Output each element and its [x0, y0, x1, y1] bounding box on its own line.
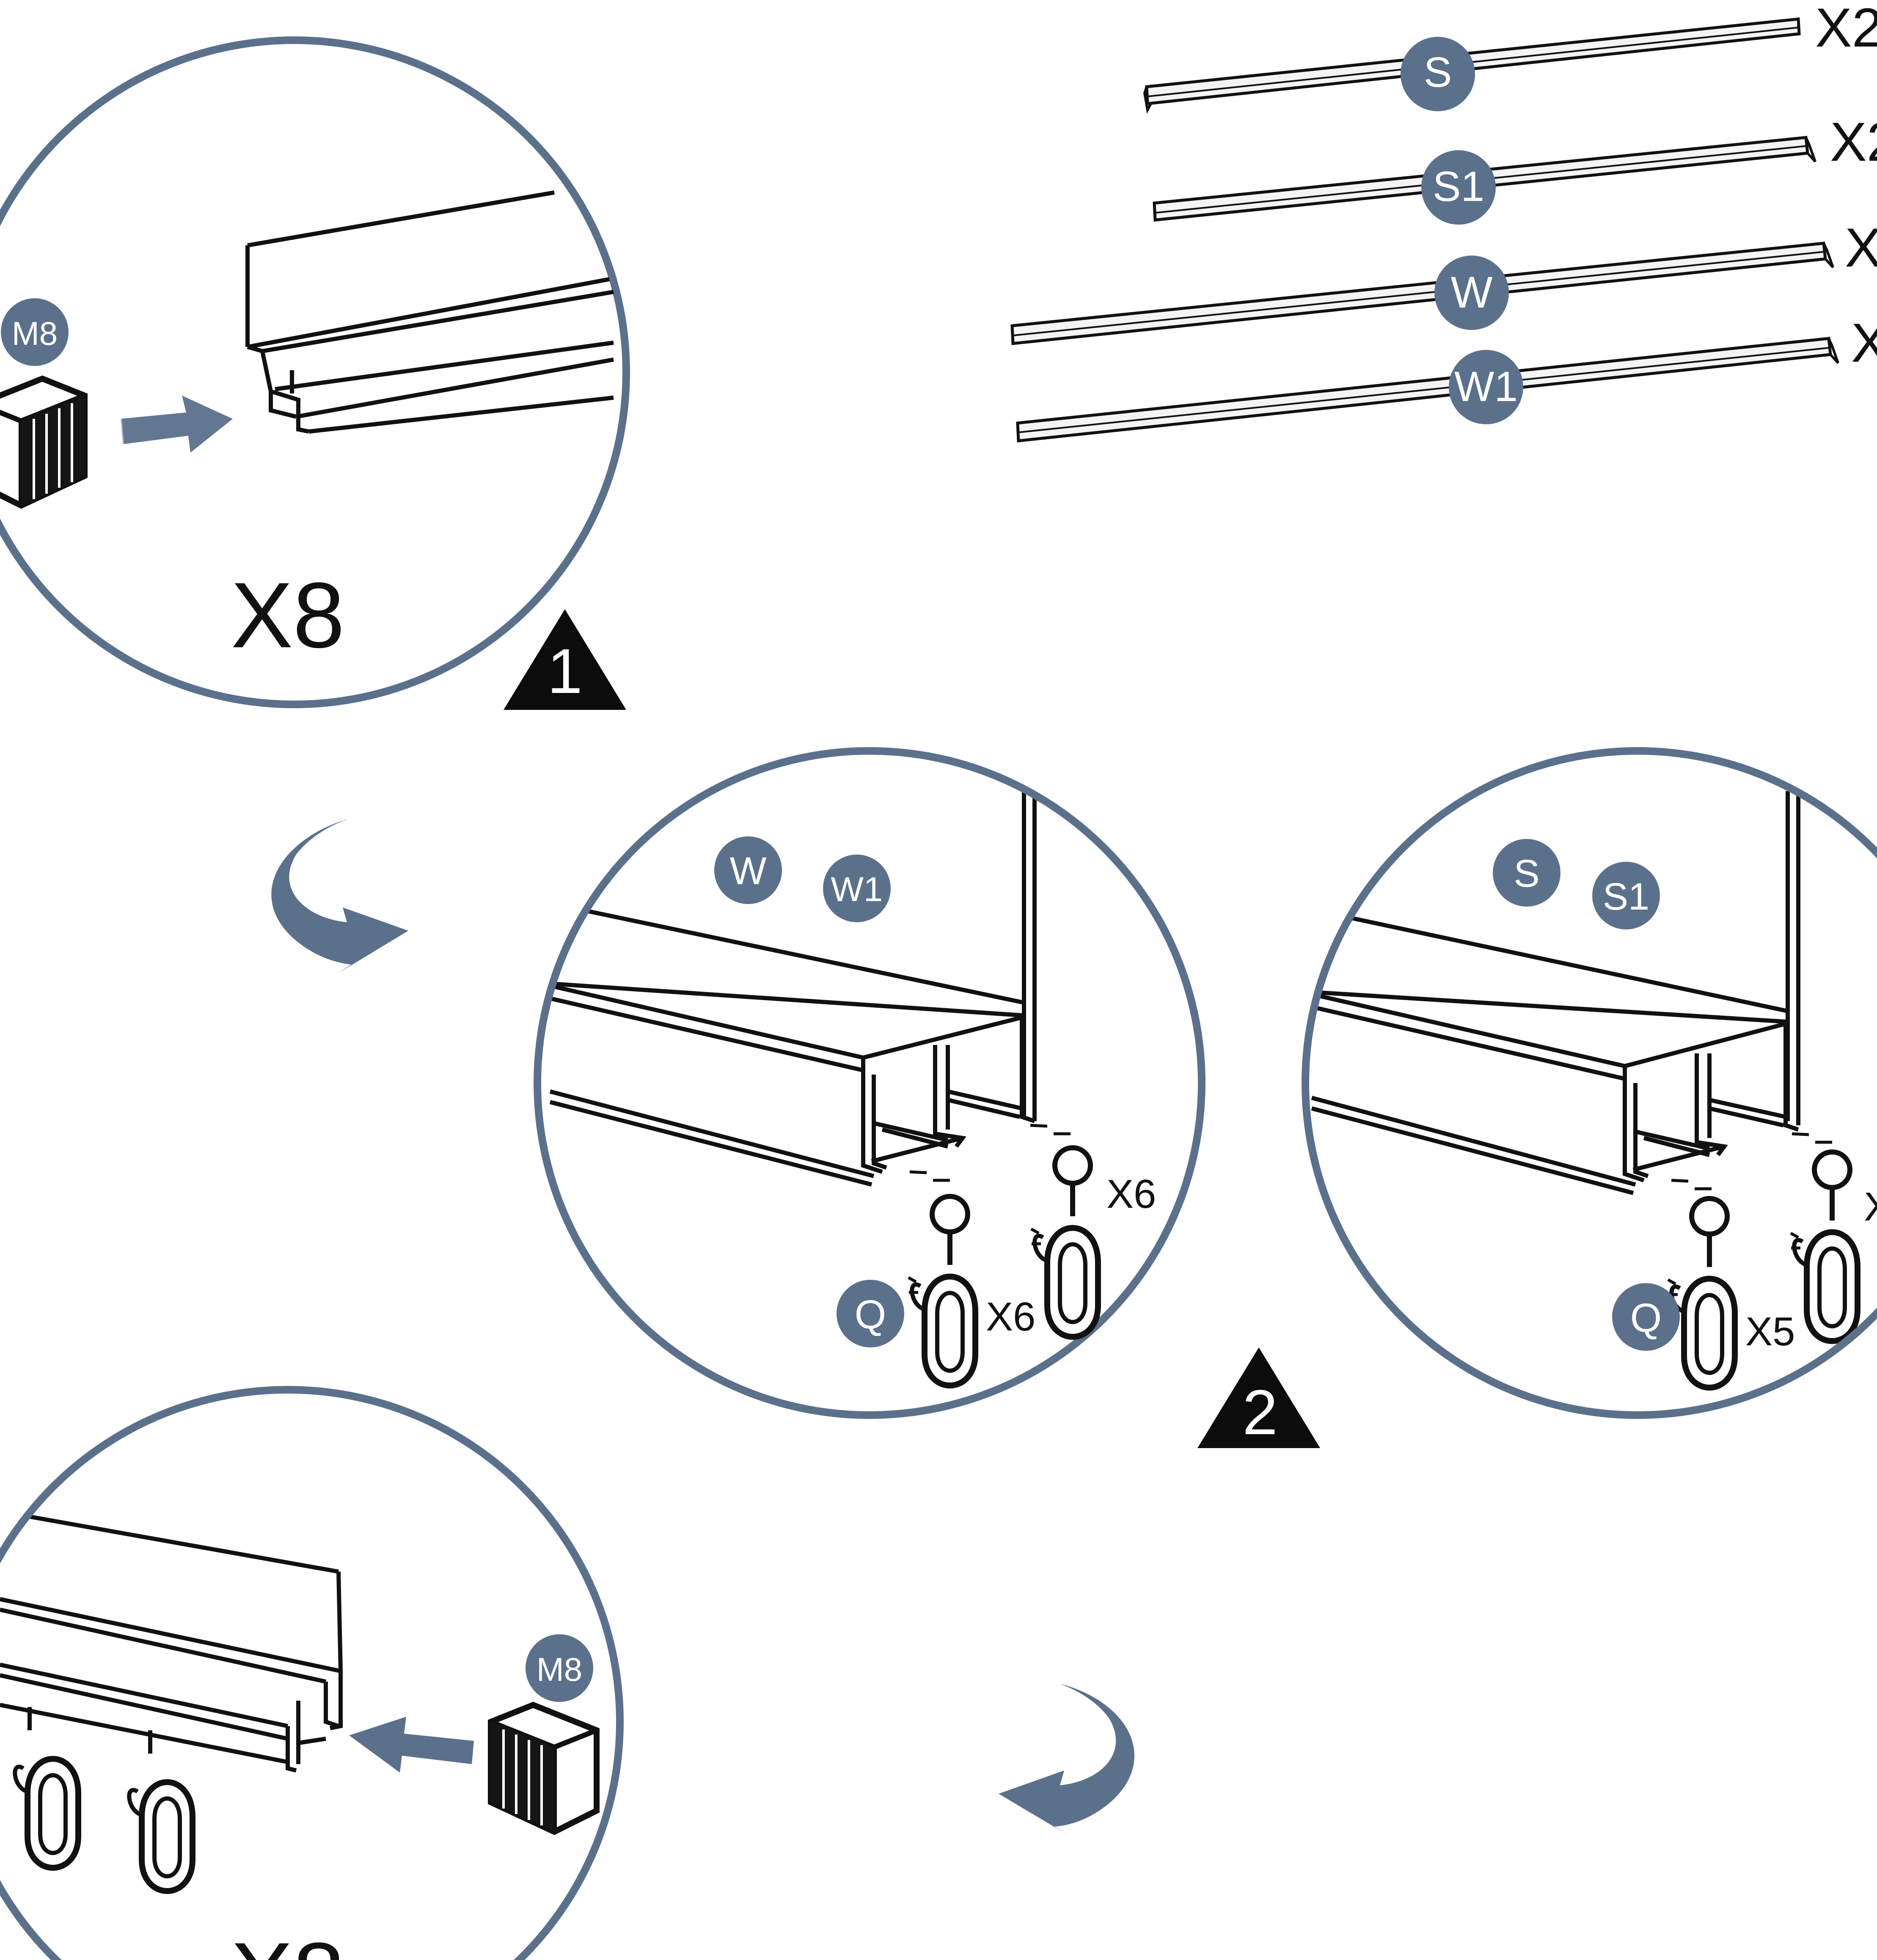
push-arrow-icon [121, 396, 233, 453]
badge-m8-step1 [1, 298, 69, 366]
badge-m8-step3 [526, 1634, 593, 1702]
parts-list: S X2 S1 X2 W X W1 X [1010, 0, 1877, 443]
badge-w1 [1449, 350, 1523, 424]
step-1-number: 1 [547, 635, 582, 706]
rail-s: S X2 [1143, 0, 1877, 114]
rail-profile [245, 190, 614, 434]
step-2-right-circle [1302, 747, 1877, 1419]
qty-hooks-left-a: X6 [986, 1294, 1035, 1339]
badge-w-label: W [1450, 268, 1492, 317]
badge-s1-step2-label: S1 [1603, 876, 1649, 918]
badge-q-left [837, 1280, 904, 1347]
step-3-multiplier: X8 [231, 1923, 344, 1960]
qty-s: X2 [1815, 0, 1877, 58]
curtain-hook-icon [1031, 1145, 1098, 1337]
qty-hooks-right-b: X [1864, 1184, 1877, 1229]
rail-w1: W1 X [1016, 312, 1877, 443]
badge-q-right-label: Q [1630, 1295, 1662, 1341]
end-cap-icon [491, 1705, 597, 1832]
curtain-hook-icon [1791, 1149, 1858, 1341]
step-2-right-panel: X S S1 Q X5 [1302, 747, 1877, 1419]
qty-w1: X [1851, 312, 1877, 374]
badge-s1-step2 [1592, 862, 1660, 929]
step-1-panel: M8 X8 [0, 36, 630, 708]
curtain-hook-icon [1668, 1196, 1735, 1388]
badge-w-step2-label: W [730, 849, 767, 893]
rail-w: W X [1010, 217, 1877, 345]
warning-triangle-icon: 1 [504, 609, 626, 710]
warning-triangle-icon: 2 [1197, 1347, 1320, 1448]
qty-w: X [1845, 217, 1877, 278]
hook-markers-left [909, 1124, 1071, 1182]
hook-markers-right [1671, 1132, 1832, 1190]
badge-s-label: S [1424, 49, 1452, 96]
badge-q-left-label: Q [855, 1292, 886, 1337]
curved-arrow-icon [271, 819, 408, 973]
step-3-panel: X8 M8 [0, 1386, 624, 1960]
badge-s1 [1421, 150, 1496, 225]
badge-q-right [1612, 1283, 1680, 1351]
badge-w1-step2-label: W1 [831, 870, 883, 909]
qty-hooks-right-a: X5 [1745, 1309, 1795, 1354]
step-2-number: 2 [1242, 1377, 1277, 1448]
step-1-multiplier: X8 [231, 563, 344, 667]
badge-w1-step2 [823, 855, 891, 922]
qty-s1: X2 [1830, 111, 1877, 173]
step-2-left-panel: W W1 Q X6 X6 [534, 747, 1205, 1419]
badge-m8-step1-label: M8 [12, 315, 58, 352]
curtain-hook-icon [908, 1194, 975, 1385]
badge-w [1434, 256, 1509, 330]
push-arrow-icon [349, 1717, 474, 1773]
badge-s [1401, 37, 1475, 111]
rail-s1: S1 X2 [1153, 111, 1877, 225]
badge-w-step2 [714, 836, 782, 904]
badge-s1-label: S1 [1433, 163, 1484, 210]
qty-hooks-left-b: X6 [1106, 1171, 1156, 1217]
badge-m8-step3-label: M8 [537, 1651, 582, 1688]
badge-w1-label: W1 [1454, 363, 1518, 410]
badge-s-step2 [1493, 839, 1560, 907]
badge-s-step2-label: S [1514, 852, 1539, 895]
curved-arrow-icon [999, 1684, 1135, 1835]
